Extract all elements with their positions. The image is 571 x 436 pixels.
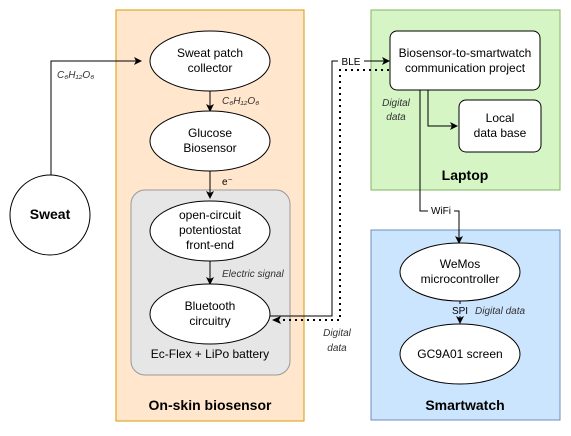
node-potentiostat-line3: front-end [186,238,234,252]
node-wemos-line2: microcontroller [421,272,500,286]
edge-label-spi: SPI [452,306,468,317]
node-database-line1: Local [486,111,515,125]
node-bluetooth-line1: Bluetooth [185,299,236,313]
edge-label-digital-laptop-1: Digital [382,98,411,109]
edge-label-digital-onskin-2: data [327,343,347,354]
node-glucose-line2: Biosensor [183,141,236,155]
node-local-database: Local data base [458,99,542,153]
edge-project-to-bluetooth-arrowhead [272,316,281,324]
node-sweat-patch: Sweat patch collector [149,30,271,92]
node-gc9a01-screen: GC9A01 screen [399,323,521,385]
edge-label-wifi-bg [428,204,454,217]
edge-label-spi-bg [450,304,470,316]
edge-label-spi-digital-data: Digital data [475,306,525,317]
edge-sweat-to-patch [50,57,142,175]
node-database-line2: data base [474,126,527,140]
node-potentiostat-line1: open-circuit [179,208,242,222]
node-wemos: WeMos microcontroller [399,242,521,302]
node-bluetooth: Bluetooth circuitry [149,283,271,345]
edge-label-patch-formula: C₆H₁₂O₆ [222,96,259,107]
edge-label-ble: BLE [342,57,361,68]
onskin-group-title: On-skin biosensor [149,397,272,413]
node-project-line1: Biosensor-to-smartwatch [399,46,532,60]
node-sweat-patch-line2: collector [188,61,233,75]
edge-label-wifi: WiFi [431,206,451,217]
laptop-group-title: Laptop [442,167,489,183]
node-potentiostat-line2: potentiostat [179,223,242,237]
node-glucose-biosensor: Glucose Biosensor [149,110,271,172]
edge-label-sweat-formula: C₆H₁₂O₆ [57,70,94,81]
node-project-line2: communication project [405,61,526,75]
node-glucose-line1: Glucose [188,126,232,140]
node-sweat-patch-line1: Sweat patch [177,46,243,60]
edge-label-electric-signal: Electric signal [222,269,284,280]
edge-label-ble-bg [338,55,364,68]
edge-label-digital-onskin-1: Digital [323,328,352,339]
edge-project-to-bluetooth-data [274,69,389,321]
node-potentiostat: open-circuit potentiostat front-end [149,200,271,262]
smartwatch-group-title: Smartwatch [425,397,504,413]
node-bluetooth-line2: circuitry [189,314,230,328]
node-project: Biosensor-to-smartwatch communication pr… [389,30,541,91]
edge-label-digital-laptop-2: data [386,112,406,123]
node-sweat-label: Sweat [30,206,71,222]
edge-project-to-database [427,90,458,130]
node-screen-label: GC9A01 screen [417,347,502,361]
node-wemos-line1: WeMos [440,257,480,271]
node-sweat: Sweat [9,174,91,256]
edge-label-electron: e⁻ [222,177,233,188]
ecflex-group-title: Ec-Flex + LiPo battery [151,347,269,361]
